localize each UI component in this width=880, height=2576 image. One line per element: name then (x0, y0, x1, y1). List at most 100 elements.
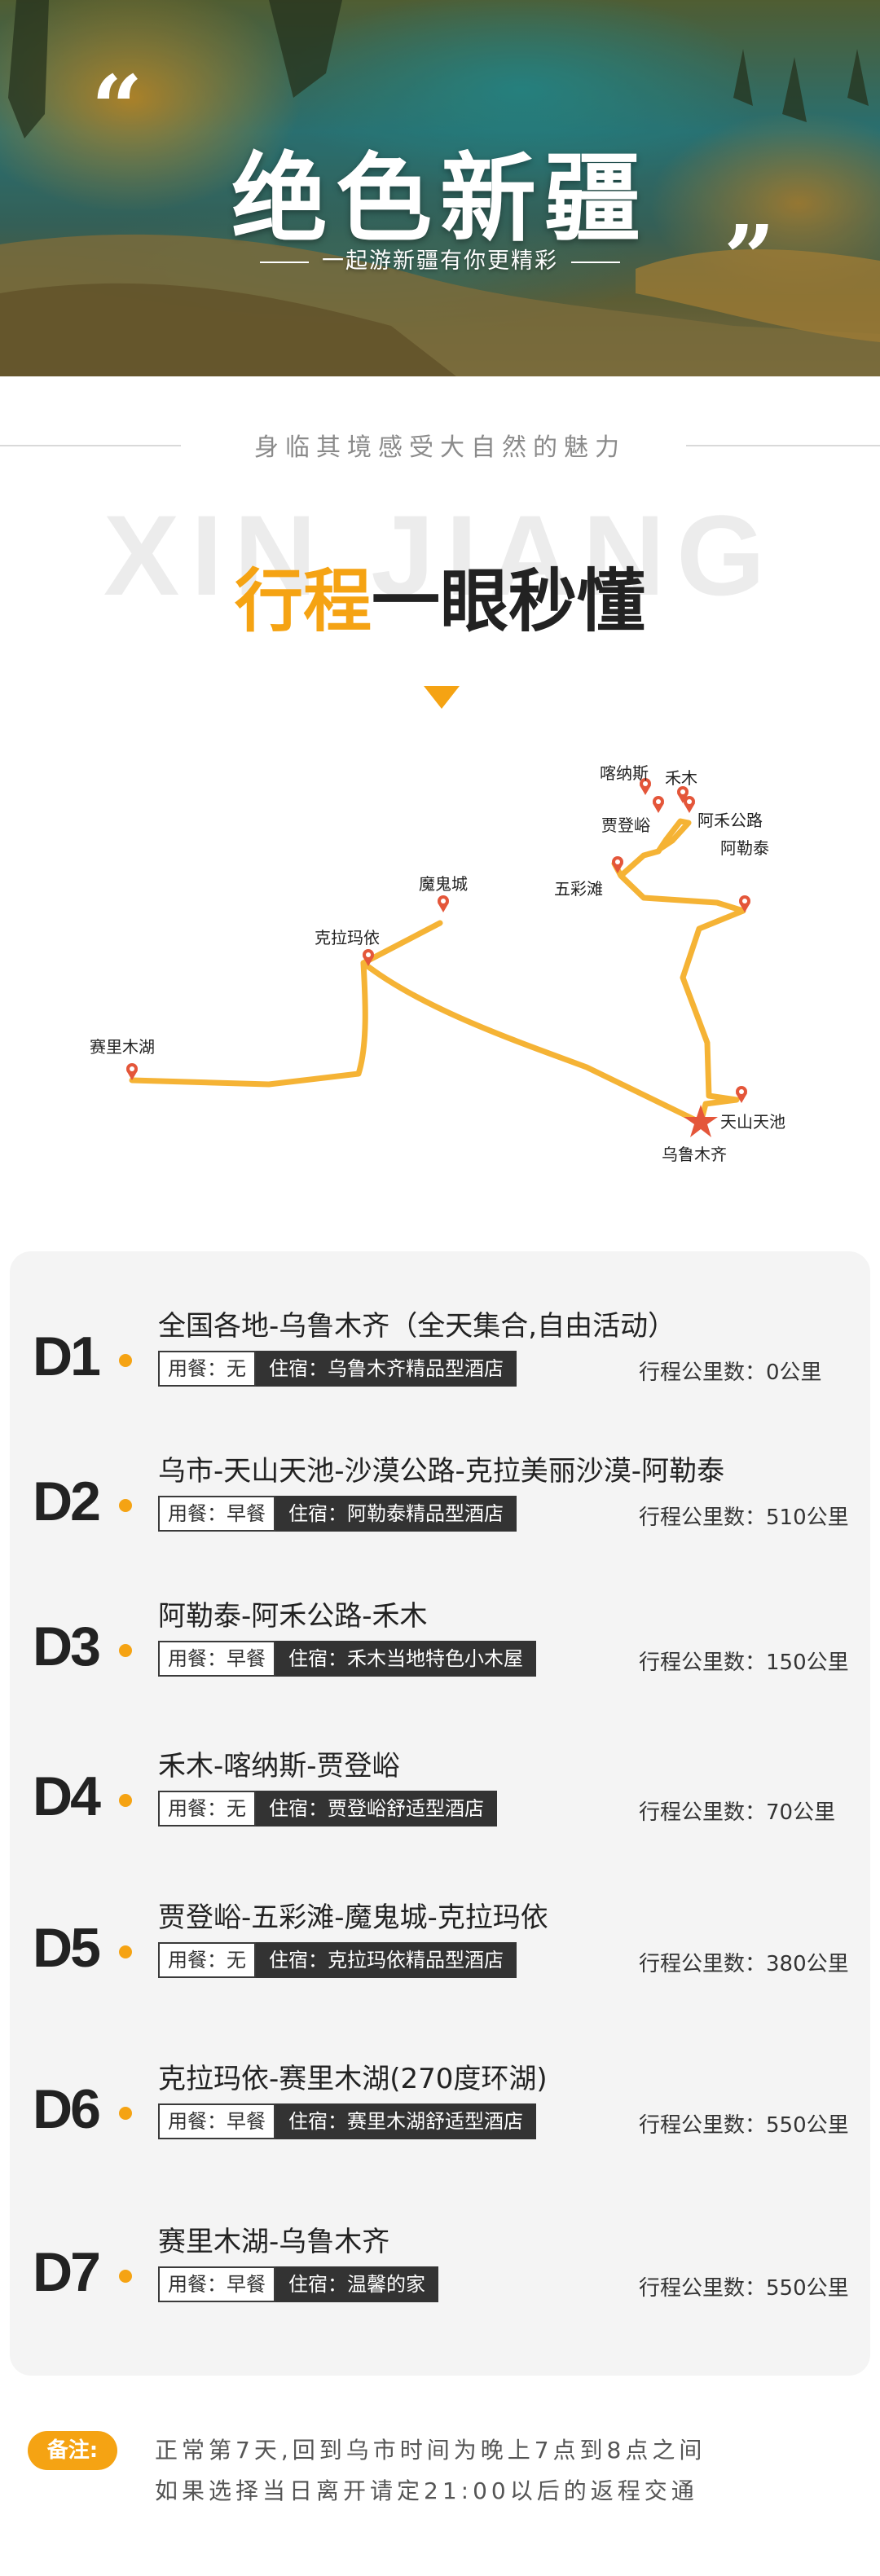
divider (571, 261, 620, 263)
map-pin-icon (684, 796, 695, 813)
map-pin-icon (677, 786, 689, 803)
day-code: D1 (33, 1325, 101, 1387)
meal-tag: 用餐：早餐 (158, 2103, 275, 2139)
day-route: 贾登峪-五彩滩-魔鬼城-克拉玛依 (158, 1901, 548, 1934)
day-route: 禾木-喀纳斯-贾登峪 (158, 1750, 400, 1783)
star-icon (684, 1105, 718, 1137)
meal-tag: 用餐：早餐 (158, 1496, 275, 1532)
stay-tag: 住宿：克拉玛依精品型酒店 (256, 1942, 517, 1978)
quote-close-icon: ” (724, 205, 776, 310)
meal-tag: 用餐：无 (158, 1791, 256, 1826)
map-pin-icon (736, 1086, 747, 1103)
day-route: 克拉玛依-赛里木湖(270度环湖) (158, 2063, 548, 2095)
stay-tag: 住宿：赛里木湖舒适型酒店 (275, 2103, 536, 2139)
day-distance: 行程公里数：550公里 (639, 2113, 849, 2138)
map-label-hemu: 禾木 (665, 768, 697, 788)
day-tags: 用餐：无 住宿：乌鲁木齐精品型酒店 (158, 1351, 517, 1387)
itinerary-day: D6 克拉玛依-赛里木湖(270度环湖) 用餐：早餐 住宿：赛里木湖舒适型酒店 … (10, 2050, 870, 2172)
divider (0, 445, 181, 446)
hero-subtitle-text: 一起游新疆有你更精彩 (322, 248, 558, 274)
day-distance: 行程公里数：150公里 (639, 1651, 849, 1675)
route-line (129, 818, 746, 1126)
map-label-karamay: 克拉玛依 (315, 928, 380, 947)
map-pin-icon (363, 949, 374, 966)
day-code: D3 (33, 1615, 101, 1677)
bullet-dot-icon (119, 1794, 132, 1807)
bullet-dot-icon (119, 2107, 132, 2120)
hero-subtitle: 一起游新疆有你更精彩 (0, 243, 880, 275)
itinerary-day: D4 禾木-喀纳斯-贾登峪 用餐：无 住宿：贾登峪舒适型酒店 行程公里数：70公… (10, 1737, 870, 1859)
day-code: D4 (33, 1765, 101, 1827)
route-map: 赛里木湖 克拉玛依 魔鬼城 五彩滩 贾登峪 喀纳斯 禾木 阿禾公路 阿勒泰 天山… (0, 750, 880, 1189)
tagline: 身临其境感受大自然的魅力 (0, 427, 880, 463)
day-route: 全国各地-乌鲁木齐（全天集合,自由活动） (158, 1310, 676, 1343)
down-arrow-icon (424, 686, 460, 709)
day-code: D2 (33, 1470, 101, 1532)
itinerary-day: D7 赛里木湖-乌鲁木齐 用餐：早餐 住宿：温馨的家 行程公里数：550公里 (10, 2213, 870, 2335)
itinerary-day: D5 贾登峪-五彩滩-魔鬼城-克拉玛依 用餐：无 住宿：克拉玛依精品型酒店 行程… (10, 1888, 870, 2011)
day-tags: 用餐：早餐 住宿：赛里木湖舒适型酒店 (158, 2103, 536, 2139)
map-pin-icon (640, 778, 651, 795)
day-code: D7 (33, 2241, 101, 2303)
day-code: D5 (33, 1917, 101, 1979)
day-code: D6 (33, 2078, 101, 2140)
stay-tag: 住宿：阿勒泰精品型酒店 (275, 1496, 517, 1532)
landscape-illustration (0, 0, 880, 376)
bullet-dot-icon (119, 2270, 132, 2283)
day-distance: 行程公里数：510公里 (639, 1506, 849, 1530)
stay-tag: 住宿：乌鲁木齐精品型酒店 (256, 1351, 517, 1387)
meal-tag: 用餐：无 (158, 1942, 256, 1978)
map-label-wucaitan: 五彩滩 (554, 879, 603, 899)
section-title-highlight: 行程 (234, 561, 372, 641)
map-label-kanasi: 喀纳斯 (600, 763, 649, 783)
map-pin-icon (126, 1063, 138, 1080)
map-label-tianchi: 天山天池 (720, 1112, 785, 1132)
map-label-aheroad: 阿禾公路 (697, 811, 763, 830)
map-pin-icon (438, 895, 449, 912)
day-tags: 用餐：无 住宿：克拉玛依精品型酒店 (158, 1942, 517, 1978)
day-distance: 行程公里数：0公里 (639, 1361, 822, 1385)
day-route: 阿勒泰-阿禾公路-禾木 (158, 1600, 428, 1633)
day-route: 赛里木湖-乌鲁木齐 (158, 2226, 390, 2258)
map-label-urumqi: 乌鲁木齐 (662, 1145, 727, 1164)
bullet-dot-icon (119, 1354, 132, 1367)
note-badge: 备注: (28, 2431, 117, 2470)
route-map-svg: 赛里木湖 克拉玛依 魔鬼城 五彩滩 贾登峪 喀纳斯 禾木 阿禾公路 阿勒泰 天山… (90, 763, 785, 1164)
itinerary-day: D2 乌市-天山天池-沙漠公路-克拉美丽沙漠-阿勒泰 用餐：早餐 住宿：阿勒泰精… (10, 1442, 870, 1564)
stay-tag: 住宿：贾登峪舒适型酒店 (256, 1791, 497, 1826)
stay-tag: 住宿：温馨的家 (275, 2266, 438, 2302)
day-route: 乌市-天山天池-沙漠公路-克拉美丽沙漠-阿勒泰 (158, 1455, 725, 1488)
hero-banner: “ 绝色新疆 一起游新疆有你更精彩 ” (0, 0, 880, 376)
quote-open-icon: “ (91, 55, 143, 160)
section-watermark: XIN JIANG (103, 491, 777, 619)
note-line: 正常第7天,回到乌市时间为晚上7点到8点之间 (155, 2437, 706, 2464)
stay-tag: 住宿：禾木当地特色小木屋 (275, 1641, 536, 1677)
meal-tag: 用餐：无 (158, 1351, 256, 1387)
map-label-moguicheng: 魔鬼城 (419, 874, 468, 894)
map-label-altay: 阿勒泰 (720, 838, 769, 858)
map-label-jiadengyu: 贾登峪 (601, 815, 650, 835)
note-line: 如果选择当日离开请定21:00以后的返程交通 (155, 2477, 698, 2504)
day-tags: 用餐：早餐 住宿：温馨的家 (158, 2266, 438, 2302)
bullet-dot-icon (119, 1644, 132, 1657)
day-distance: 行程公里数：70公里 (639, 1800, 836, 1825)
map-label-sayram: 赛里木湖 (90, 1037, 155, 1057)
section-title: 行程一眼秒懂 (0, 560, 880, 643)
itinerary-card: D1 全国各地-乌鲁木齐（全天集合,自由活动） 用餐：无 住宿：乌鲁木齐精品型酒… (10, 1251, 870, 2376)
day-tags: 用餐：无 住宿：贾登峪舒适型酒店 (158, 1791, 497, 1826)
day-tags: 用餐：早餐 住宿：禾木当地特色小木屋 (158, 1641, 536, 1677)
tagline-text: 身临其境感受大自然的魅力 (254, 433, 626, 462)
divider (686, 445, 880, 446)
bullet-dot-icon (119, 1945, 132, 1958)
day-distance: 行程公里数：550公里 (639, 2276, 849, 2301)
map-pin-icon (739, 895, 750, 912)
map-pin-icon (612, 856, 623, 873)
divider (260, 261, 309, 263)
meal-tag: 用餐：早餐 (158, 1641, 275, 1677)
section-title-rest: 一眼秒懂 (372, 561, 646, 641)
hero-title: 绝色新疆 (231, 143, 649, 255)
meal-tag: 用餐：早餐 (158, 2266, 275, 2302)
itinerary-day: D1 全国各地-乌鲁木齐（全天集合,自由活动） 用餐：无 住宿：乌鲁木齐精品型酒… (10, 1297, 870, 1419)
day-distance: 行程公里数：380公里 (639, 1952, 849, 1976)
itinerary-day: D3 阿勒泰-阿禾公路-禾木 用餐：早餐 住宿：禾木当地特色小木屋 行程公里数：… (10, 1587, 870, 1709)
